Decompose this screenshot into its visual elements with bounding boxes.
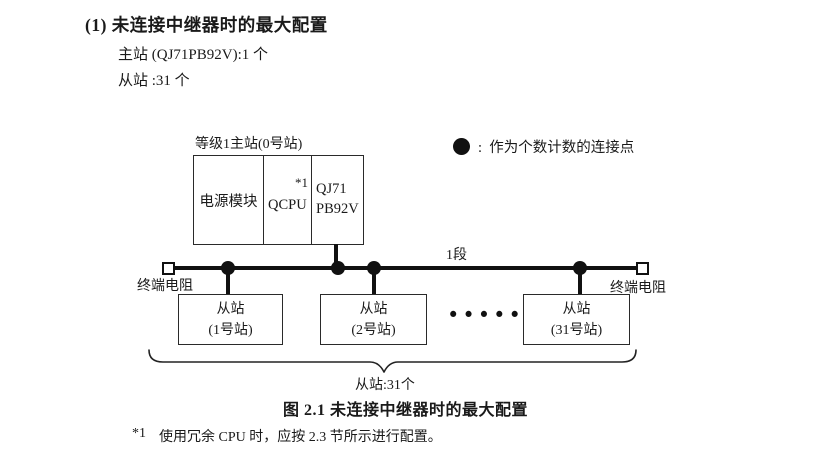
section-heading: (1) 未连接中继器时的最大配置 [85, 15, 328, 35]
slave31-tap-line [578, 269, 582, 294]
master-station-label: 等级1主站(0号站) [195, 137, 303, 152]
connection-dot [331, 261, 345, 275]
master-tap-line [334, 244, 338, 267]
footnote-reference: *1 [295, 175, 308, 190]
ellipsis-dots: •••••• [447, 303, 540, 327]
pb92v-module-cell: QJ71 PB92V [316, 181, 359, 217]
connection-dot [221, 261, 235, 275]
brace-label: 从站:31个 [355, 378, 415, 393]
footnote: *1 使用冗余 CPU 时，应按 2.3 节所示进行配置。 [132, 426, 442, 446]
bus-line [174, 266, 638, 270]
terminator-left-label: 终端电阻 [137, 279, 193, 294]
master-count-line: 主站 (QJ71PB92V):1 个 [118, 47, 269, 63]
connection-point-icon [453, 137, 470, 155]
connection-dot [367, 261, 381, 275]
power-module-cell: 电源模块 [194, 156, 264, 244]
master-station-box: 电源模块 *1 QCPU QJ71 PB92V [193, 155, 364, 245]
footnote-marker: *1 [132, 426, 146, 441]
terminator-right-label: 终端电阻 [610, 281, 666, 296]
slave-station-box-2: 从站 (2号站) [320, 294, 427, 345]
qcpu-module-cell: *1 QCPU [264, 156, 312, 244]
qcpu-label: QCPU [268, 197, 307, 213]
footnote-text: 使用冗余 CPU 时，应按 2.3 节所示进行配置。 [159, 430, 442, 445]
connection-dot [573, 261, 587, 275]
slave-station-box-31: 从站 (31号站) [523, 294, 630, 345]
legend-text: : 作为个数计数的连接点 [478, 139, 635, 156]
terminator-right-icon [636, 262, 649, 275]
figure-caption: 图 2.1 未连接中继器时的最大配置 [283, 402, 529, 419]
slave-station-box-1: 从站 (1号站) [178, 294, 283, 345]
slave2-tap-line [372, 269, 376, 294]
slave-count-line: 从站 :31 个 [118, 73, 190, 89]
legend: : 作为个数计数的连接点 [453, 136, 634, 156]
segment-label: 1段 [446, 248, 467, 263]
terminator-left-icon [162, 262, 175, 275]
brace [148, 349, 637, 373]
slave1-tap-line [226, 269, 230, 294]
